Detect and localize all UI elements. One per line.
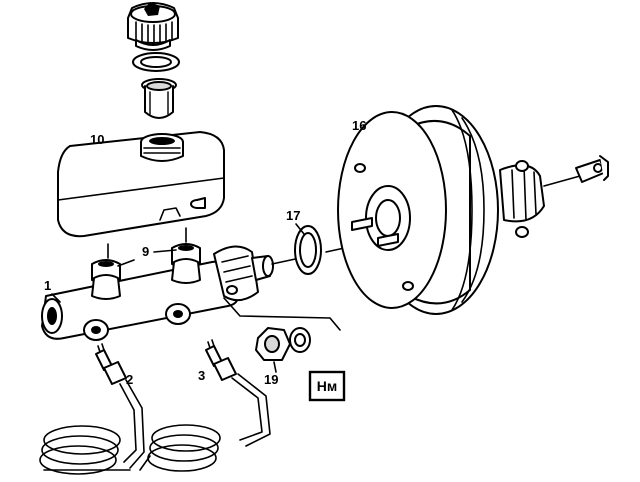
callout-10: 10 <box>90 132 104 147</box>
callout-1: 1 <box>44 278 51 293</box>
cap-seal-ring <box>132 52 180 72</box>
callout-9: 9 <box>142 244 149 259</box>
torque-badge-text: Нм <box>317 378 337 394</box>
mounting-nut <box>255 327 311 361</box>
brake-lines <box>39 339 271 475</box>
callout-2: 2 <box>126 372 133 387</box>
torque-badge: Нм <box>308 370 346 402</box>
o-ring-seal <box>294 225 322 275</box>
fluid-reservoir <box>57 131 225 238</box>
callout-17: 17 <box>286 208 300 223</box>
reservoir-filter <box>141 78 177 119</box>
reservoir-cap <box>127 2 179 51</box>
master-cylinder-body <box>41 245 274 341</box>
callout-19: 19 <box>264 372 278 387</box>
callout-16: 16 <box>352 118 366 133</box>
callout-3: 3 <box>198 368 205 383</box>
callouts: 10 16 17 9 1 2 3 19 <box>44 118 366 387</box>
brake-booster <box>337 105 609 315</box>
